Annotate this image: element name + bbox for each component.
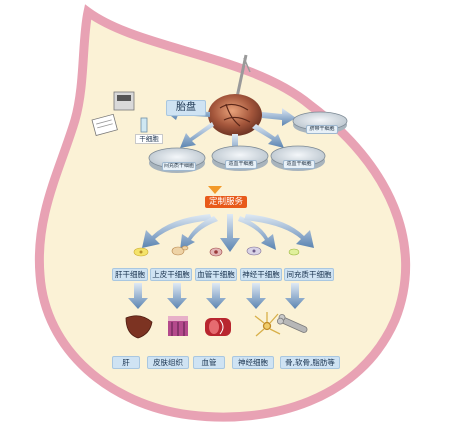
cell-image-mesenchymal — [288, 248, 300, 256]
cell-label-mesenchymal: 间充质干细胞 — [284, 268, 334, 281]
service-label: 定制服务 — [205, 196, 247, 208]
cell-label-liver: 肝干细胞 — [112, 268, 148, 281]
tissue-image-skin — [168, 316, 188, 336]
cell-image-vascular — [209, 247, 223, 257]
cell-image-neural — [246, 246, 262, 256]
dish-label-umbilical: 脐带干细胞 — [306, 125, 338, 134]
cell-label-vascular: 血管干细胞 — [195, 268, 237, 281]
tissue-image-bone — [276, 314, 308, 333]
tissue-image-liver — [125, 315, 153, 339]
tissue-image-vessel — [205, 318, 231, 336]
lab-label: 干细胞 — [135, 134, 163, 144]
tissue-label-vessel: 血管 — [193, 356, 225, 369]
cell-label-epithelial: 上皮干细胞 — [150, 268, 192, 281]
cell-image-liver — [133, 247, 149, 257]
tissue-label-liver: 肝 — [112, 356, 140, 369]
cell-image-epithelial — [171, 245, 189, 256]
tissue-label-skin: 皮肤组织 — [147, 356, 189, 369]
tissue-label-bone: 骨,软骨,脂肪等 — [280, 356, 340, 369]
tissue-label-neuron: 神经细胞 — [232, 356, 274, 369]
dish-label-hematopoietic-1: 造血干细胞 — [225, 160, 257, 169]
dish-label-hematopoietic-2: 造血干细胞 — [283, 160, 315, 169]
placenta-image — [208, 54, 262, 136]
cell-label-neural: 神经干细胞 — [240, 268, 282, 281]
down-arrows — [128, 283, 305, 309]
source-label: 胎盘 — [166, 100, 206, 116]
service-arrow-icon — [208, 186, 222, 194]
lab-equipment-image — [91, 91, 148, 136]
service-arrows — [142, 214, 314, 252]
tissue-image-neuron — [254, 312, 281, 337]
dish-label-mesenchymal: 间充质干细胞 — [162, 162, 196, 171]
